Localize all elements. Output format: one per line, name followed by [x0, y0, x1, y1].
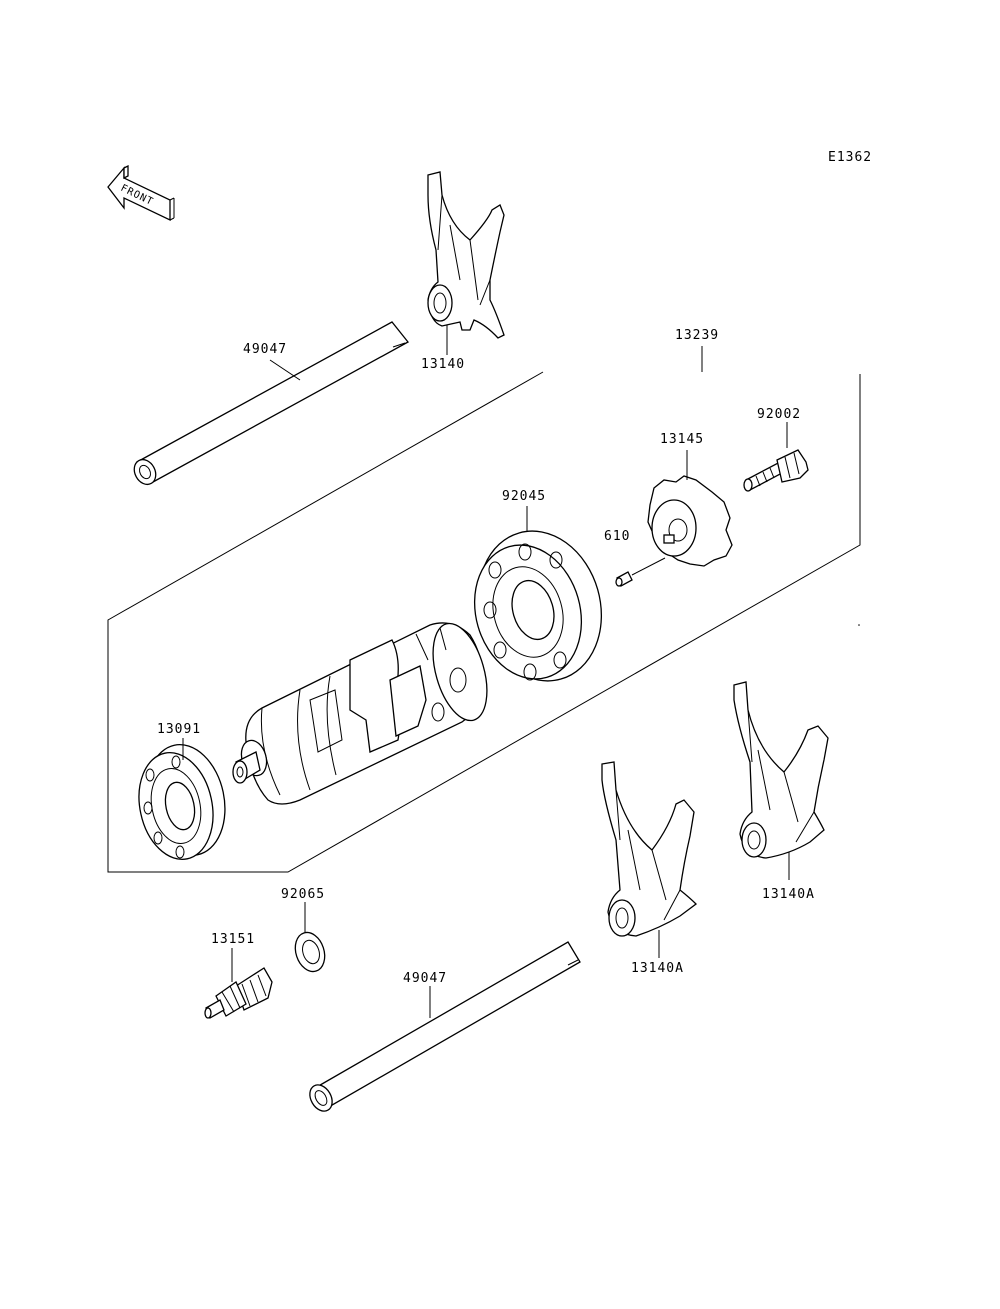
- pin: [615, 557, 666, 587]
- label-cam-plate: 13145: [660, 432, 704, 447]
- label-shift-rod-upper: 49047: [243, 342, 287, 357]
- bearing-large: [473, 506, 603, 682]
- label-bearing-small: 13091: [157, 722, 201, 737]
- shift-fork-lower-right: [733, 681, 829, 880]
- shift-fork-upper: [427, 171, 505, 355]
- neutral-switch: [204, 948, 273, 1019]
- front-arrow-icon: FRONT: [107, 164, 175, 222]
- diagram-code: E1362: [828, 150, 872, 165]
- label-fork-lower-right: 13140A: [762, 887, 815, 902]
- stray-dot: [858, 624, 860, 626]
- label-bearing-large: 92045: [502, 489, 546, 504]
- label-bolt: 92002: [757, 407, 801, 422]
- label-fork-lower-left: 13140A: [631, 961, 684, 976]
- cam-plate: [647, 450, 733, 567]
- label-pin: 610: [604, 529, 630, 544]
- shift-fork-lower-left: [601, 761, 697, 958]
- label-switch: 13151: [211, 932, 255, 947]
- label-shift-fork-upper: 13140: [421, 357, 465, 372]
- bearing-small: [138, 738, 226, 860]
- shift-rod-upper: [133, 321, 409, 486]
- assembly-bracket: [107, 346, 861, 873]
- shift-drum: [232, 622, 488, 805]
- label-shift-rod-lower: 49047: [403, 971, 447, 986]
- label-washer: 92065: [281, 887, 325, 902]
- bolt: [743, 422, 809, 492]
- washer: [294, 902, 326, 973]
- shift-rod-lower: [309, 941, 581, 1112]
- label-drum-assembly: 13239: [675, 328, 719, 343]
